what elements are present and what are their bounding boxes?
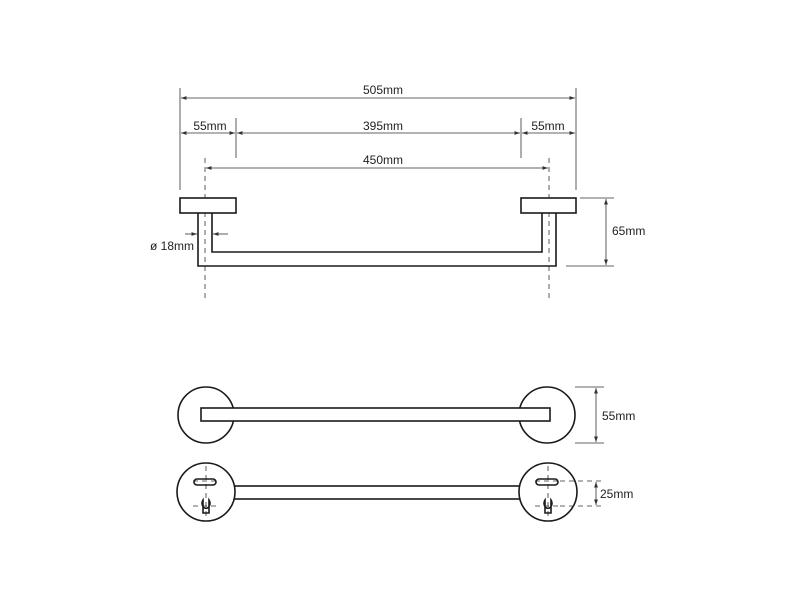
base-circle-right-rear: [518, 462, 578, 522]
hole-spacing-label: 25mm: [600, 487, 633, 501]
overall-length-label: 505mm: [363, 83, 403, 97]
wall-base-left: [179, 197, 237, 214]
rear-view: 25mm: [176, 462, 633, 522]
mounting-holes-right: [535, 466, 561, 520]
towel-bar-side-profile: [197, 211, 557, 267]
front-view: 55mm: [177, 386, 635, 444]
base-right-label: 55mm: [531, 119, 564, 133]
base-left-label: 55mm: [193, 119, 226, 133]
towel-bar-front: [200, 407, 551, 422]
projection-label: 65mm: [612, 224, 645, 238]
mounting-holes-left: [193, 466, 219, 520]
keyhole-right: [543, 497, 553, 514]
towel-bar-rear: [233, 485, 521, 500]
center-distance-label: 450mm: [363, 153, 403, 167]
base-circle-left-rear: [176, 462, 236, 522]
slot-hole-left: [193, 478, 217, 486]
post-diameter-label: ø 18mm: [150, 239, 194, 253]
side-view: 505mm 55mm 395mm 55mm 450mm ø 18mm 65mm: [150, 83, 645, 302]
keyhole-left: [201, 497, 211, 514]
slot-hole-right: [535, 478, 559, 486]
bar-span-label: 395mm: [363, 119, 403, 133]
wall-base-right: [520, 197, 577, 214]
base-diameter-label: 55mm: [602, 409, 635, 423]
